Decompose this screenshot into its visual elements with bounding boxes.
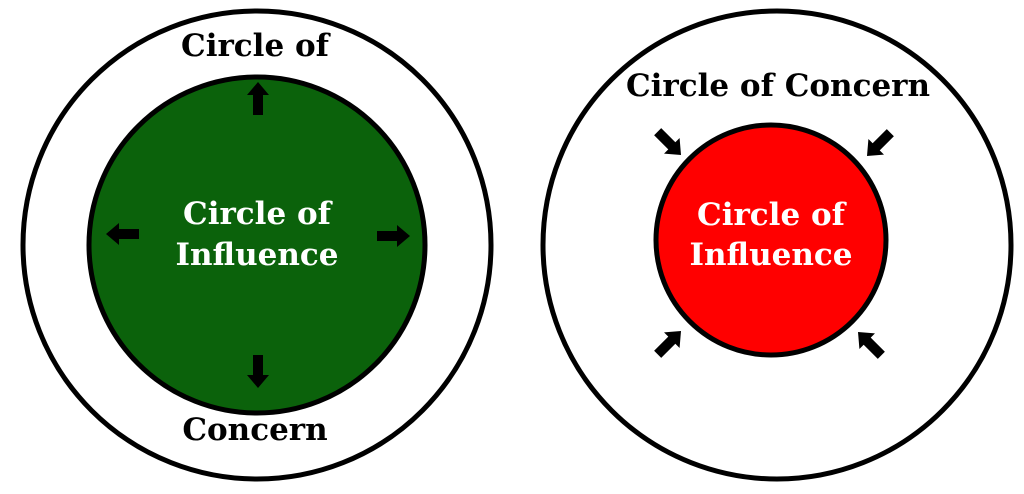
left-influence-label-line2: Influence [176,237,339,273]
right-circle-of-influence [653,122,889,358]
left-concern-label-bottom: Concern [182,412,327,448]
right-influence-label-line1: Circle of [697,197,847,233]
left-circle-of-influence [86,74,428,416]
left-influence-label-line1: Circle of [183,196,333,232]
right-diagram: Circle of Concern Circle of Influence [540,8,1014,482]
left-diagram: Circle of Concern Circle of Influence [20,8,494,482]
right-influence-label-line2: Influence [690,237,853,273]
left-concern-label-top: Circle of [181,28,331,64]
right-concern-label: Circle of Concern [626,68,930,104]
